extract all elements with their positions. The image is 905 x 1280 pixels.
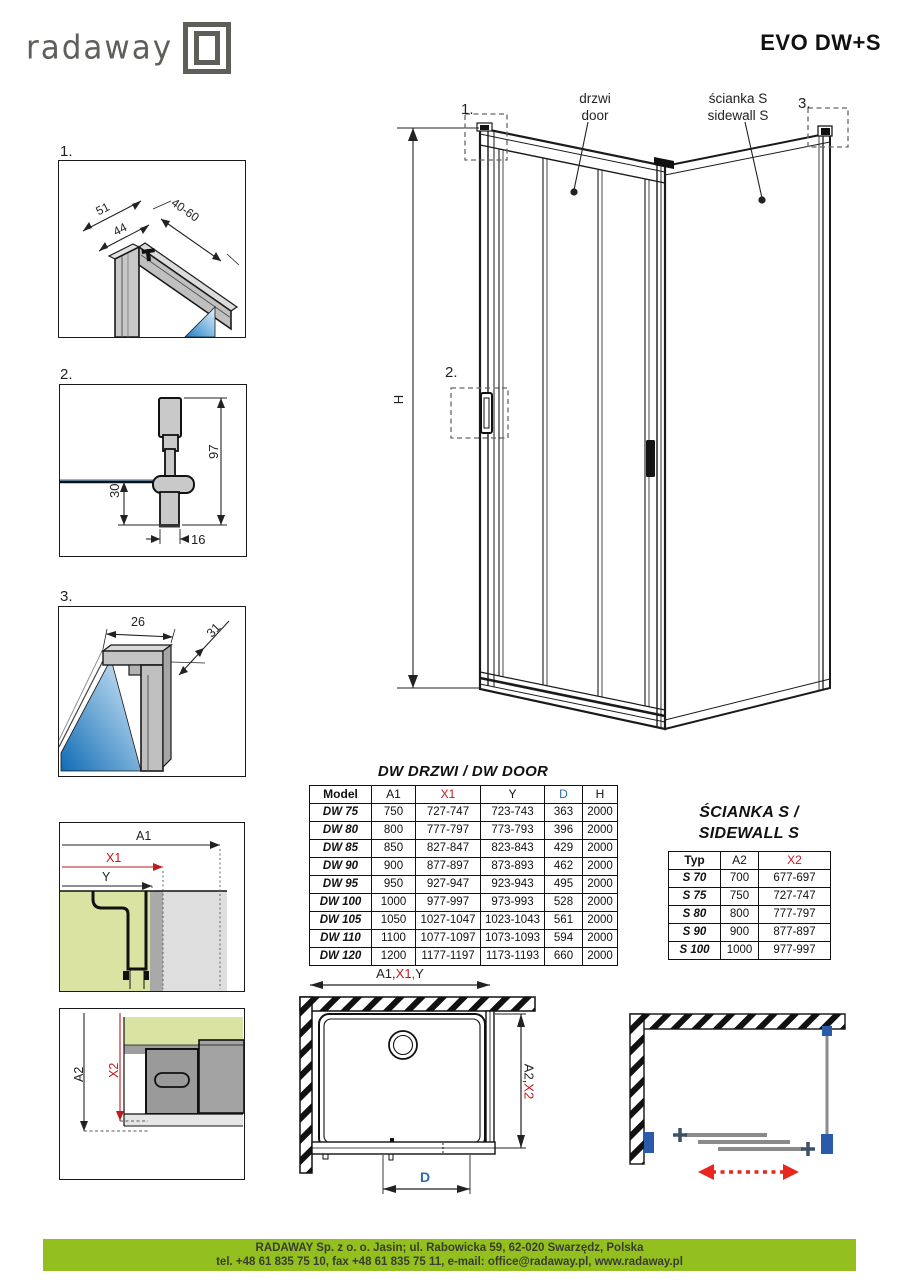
plan-view-drawing: D	[299, 981, 536, 1194]
marker-2-label: 2.	[445, 364, 458, 381]
dw-header-y: Y	[480, 785, 545, 804]
detail-2-number: 2.	[60, 366, 73, 383]
main-isometric-drawing	[397, 107, 849, 731]
sidewall-header-row: Typ A2 X2	[668, 851, 831, 870]
section-vertical-box: A2 X2	[59, 1008, 245, 1180]
dim-40-60: 40-60	[169, 195, 202, 224]
footer-bar: RADAWAY Sp. z o. o. Jasin; ul. Rabowicka…	[43, 1239, 856, 1271]
clamp-icon	[141, 248, 155, 262]
dw-header-x1: X1	[415, 785, 481, 804]
door-handle-outline	[480, 392, 493, 434]
wall-bracket-top	[822, 1026, 832, 1036]
plan-right-dim-label: A2,X2	[521, 1063, 537, 1100]
detail-3-marker-box	[807, 107, 849, 148]
section-horizontal-drawing: A1 X1 Y	[60, 829, 227, 991]
dw-table-title: DW DRZWI / DW DOOR	[377, 763, 549, 780]
dim-x1: X1	[106, 851, 121, 865]
dim-16: 16	[191, 532, 205, 547]
dw-header-row: Model A1 X1 Y D H	[309, 785, 618, 804]
marker-3-label: 3.	[798, 95, 811, 112]
dim-x2: X2	[107, 1063, 121, 1078]
dim-y: Y	[102, 870, 111, 884]
dw-header-d: D	[544, 785, 583, 804]
dim-31: 31	[204, 620, 224, 640]
logo-text: radaway	[26, 29, 174, 67]
detail-3-box: 26 31	[58, 606, 246, 777]
footer-address: RADAWAY Sp. z o. o. Jasin; ul. Rabowicka…	[255, 1242, 644, 1254]
door-label: drzwi door	[579, 91, 611, 123]
sliding-schematic-drawing	[629, 1013, 846, 1180]
panel-roller-icon	[673, 1128, 815, 1156]
dim-a2: A2	[72, 1067, 86, 1082]
dw-header-h: H	[582, 785, 618, 804]
detail-1-drawing: 51 44 40-60	[82, 195, 240, 338]
detail-3-drawing: 26 31	[58, 615, 230, 772]
door-handle-black	[646, 440, 655, 477]
sidewall-table-title: ŚCIANKA S / SIDEWALL S	[698, 804, 800, 842]
height-dim-label: H	[391, 394, 407, 405]
sidewall-header-typ: Typ	[668, 851, 721, 870]
detail-3-number: 3.	[60, 588, 73, 605]
detail-1-marker-box	[464, 113, 508, 161]
logo-square-icon	[183, 22, 232, 74]
plan-top-dim-label: A1,X1,Y	[376, 966, 424, 981]
dim-97: 97	[206, 445, 221, 459]
plan-dim-d: D	[420, 1169, 430, 1185]
dw-header-a1: A1	[371, 785, 416, 804]
detail-1-box: 51 44 40-60	[58, 160, 246, 338]
wall-profile-left	[644, 1132, 654, 1153]
section-vertical-drawing: A2 X2	[72, 1013, 245, 1132]
dim-44: 44	[111, 220, 130, 239]
footer-contact: tel. +48 61 835 75 10, fax +48 61 835 75…	[216, 1256, 683, 1268]
page-title: EVO DW+S	[760, 30, 881, 55]
dim-26: 26	[131, 615, 145, 629]
dim-a1: A1	[136, 829, 151, 843]
marker-1-label: 1.	[461, 101, 474, 118]
sidewall-header-x2: X2	[758, 851, 831, 870]
detail-2-marker-box	[450, 387, 509, 439]
section-horizontal-box: A1 X1 Y	[59, 822, 245, 992]
sidewall-label: ścianka S sidewall S	[707, 91, 769, 123]
wall-profile-right	[821, 1134, 833, 1154]
radaway-logo: radaway	[26, 22, 232, 74]
dw-header-model: Model	[309, 785, 372, 804]
dim-30: 30	[107, 484, 122, 498]
dim-51: 51	[94, 199, 113, 218]
sidewall-header-a2: A2	[720, 851, 759, 870]
detail-2-box: 97 30 16	[59, 384, 247, 557]
detail-1-number: 1.	[60, 143, 73, 160]
detail-2-drawing: 97 30 16	[60, 397, 227, 547]
